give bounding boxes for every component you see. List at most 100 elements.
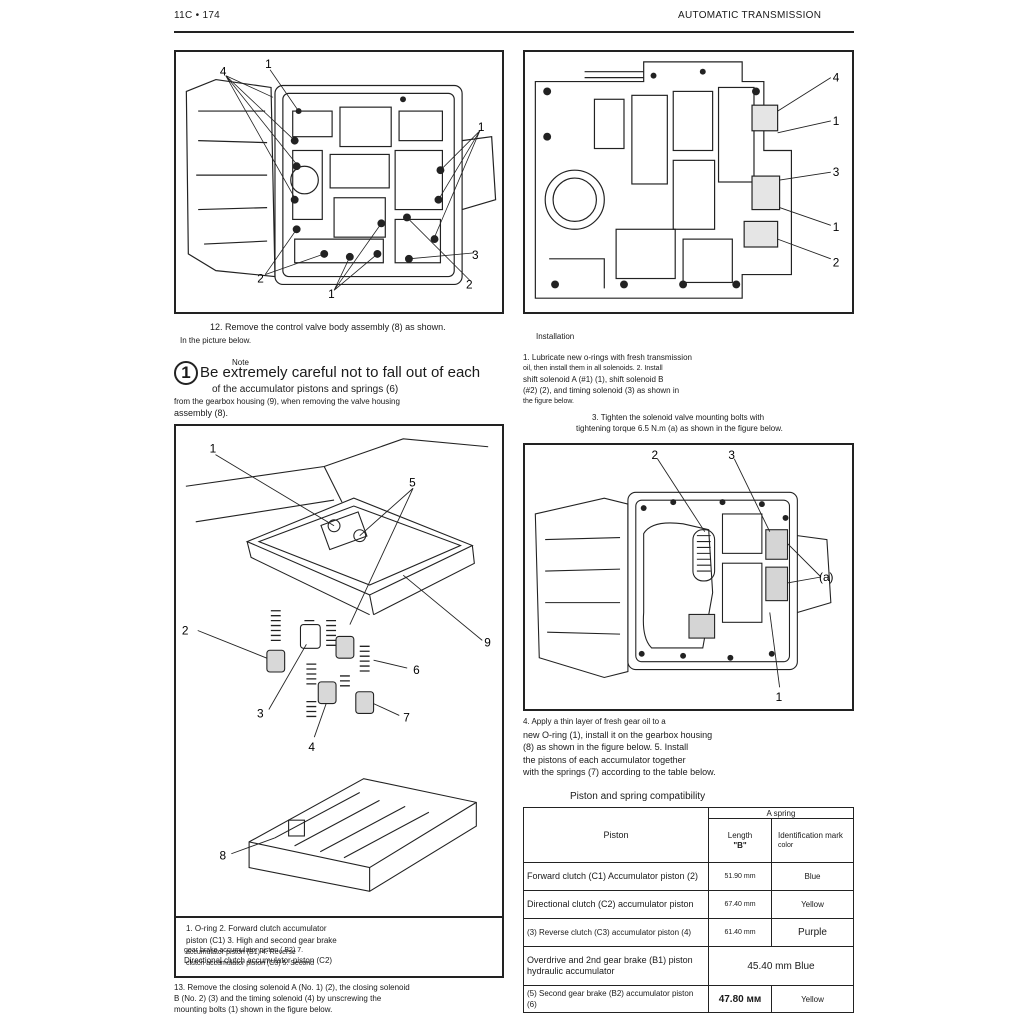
step-1-line: 1. Lubricate new o-rings with fresh tran… (523, 353, 692, 362)
step-4-line: 4. Apply a thin layer of fresh gear oil … (523, 717, 666, 726)
header-piston: Piston (523, 807, 709, 863)
callout-8: 8 (219, 849, 226, 863)
callout-2-left: 2 (257, 271, 264, 285)
step-4-5: 4. Apply a thin layer of fresh gear oil … (523, 716, 853, 779)
note-line-4: assembly (8). (174, 408, 229, 418)
table-row: Overdrive and 2nd gear brake (B1) piston… (523, 946, 854, 986)
callout-1: 1 (210, 442, 217, 456)
row-piston: (5) Second gear brake (B2) accumulator p… (523, 985, 709, 1013)
row-merged-value: 45.40 mm Blue (708, 946, 854, 986)
callout-1-upper: 1 (833, 114, 840, 128)
row-piston: (3) Reverse clutch (C3) accumulator pist… (523, 918, 709, 947)
note-line-2: of the accumulator pistons and springs (… (212, 384, 399, 395)
step-13-line: 13. Remove the closing solenoid A (No. 1… (174, 983, 410, 992)
step-3: 3. Tighten the solenoid valve mounting b… (576, 412, 856, 434)
callout-2-right: 2 (466, 277, 473, 291)
callout-1: 1 (776, 690, 783, 704)
callout-4: 4 (308, 740, 315, 754)
header-ident-sub: color (778, 841, 794, 849)
note-line-1: Be extremely careful not to fall out of … (200, 364, 481, 381)
step-1-line: the figure below. (523, 398, 574, 405)
installation-heading: Installation (536, 332, 575, 341)
callout-3: 3 (728, 448, 735, 462)
header-ident: Identification mark color (771, 818, 854, 863)
callout-9: 9 (484, 635, 491, 649)
callout-3: 3 (833, 165, 840, 179)
row-piston: Directional clutch (C2) accumulator pist… (523, 890, 709, 919)
step-3-line: 3. Tighten the solenoid valve mounting b… (592, 413, 765, 422)
table-subheader-row: Length "B" Identification mark color (524, 818, 854, 863)
row-length: 51.90 mm (708, 862, 772, 891)
accumulator-exploded-drawing: 1 5 2 9 6 3 7 4 8 (182, 438, 491, 892)
row-color: Yellow (771, 890, 854, 919)
table-row: Directional clutch (C2) accumulator pist… (523, 890, 854, 919)
legend-line: 1. O-ring 2. Forward clutch accumulator (186, 924, 327, 933)
solenoid-torque-drawing: 2 3 (a) 1 (534, 448, 834, 704)
callout-3: 3 (257, 706, 264, 720)
step-1-line: oil, then install them in all solenoids.… (523, 365, 663, 372)
legend-line: Directional clutch accumulator piston (C… (184, 956, 333, 965)
row-piston: Forward clutch (C1) Accumulator piston (… (523, 862, 709, 891)
table-row: (3) Reverse clutch (C3) accumulator pist… (523, 918, 854, 947)
step-1-line: (#2) (2), and timing solenoid (3) as sho… (523, 386, 680, 395)
callout-1-bottom: 1 (328, 287, 335, 301)
step-4-line: new O-ring (1), install it on the gearbo… (523, 729, 713, 740)
step-13-line: B (No. 2) (3) and the timing solenoid (4… (174, 994, 382, 1003)
step-1-2: 1. Lubricate new o-rings with fresh tran… (523, 352, 853, 407)
step-4-line: the pistons of each accumulator together (523, 754, 686, 765)
header-a-spring: A spring (708, 807, 854, 819)
step-3-line: tightening torque 6.5 N.m (a) as shown i… (576, 424, 783, 433)
legend-text: 1. O-ring 2. Forward clutch accumulator … (186, 923, 337, 969)
table-row: Forward clutch (C1) Accumulator piston (… (523, 862, 854, 891)
header-rule (174, 31, 854, 33)
figure-valve-body-solenoids: 4 1 3 1 2 (523, 50, 854, 314)
figure-solenoid-torque: 2 3 (a) 1 (523, 443, 854, 711)
legend-line: gear brake accumulator piston ( B2) 7. (184, 947, 304, 954)
header-length-symbol: "B" (733, 840, 747, 850)
header-ident-label: Identification mark (778, 830, 843, 840)
note-icon: 1 (174, 361, 198, 385)
step-1-line: shift solenoid A (#1) (1), shift solenoi… (523, 375, 664, 384)
row-color: Purple (771, 918, 854, 947)
table-header-row: Piston A spring (523, 807, 854, 863)
row-length: 47.80 мм (708, 985, 772, 1013)
row-piston: Overdrive and 2nd gear brake (B1) piston… (523, 946, 709, 986)
callout-4: 4 (220, 65, 227, 79)
legend-line: clutch accumulator piston (C3) 5. Second (186, 960, 315, 967)
table-row: (5) Second gear brake (B2) accumulator p… (523, 985, 854, 1013)
valve-body-installed-drawing: 4 1 1 2 1 3 2 (185, 57, 497, 301)
callout-a: (a) (819, 570, 834, 584)
valve-body-solenoids-drawing: 4 1 3 1 2 (534, 61, 840, 299)
callout-3: 3 (472, 248, 479, 262)
row-color: Blue (771, 862, 854, 891)
legend-box: 1. O-ring 2. Forward clutch accumulator … (174, 918, 504, 978)
step-12: 12. Remove the control valve body assemb… (210, 322, 446, 332)
legend-line: piston (C1) 3. High and second gear brak… (186, 936, 337, 945)
table-title: Piston and spring compatibility (570, 791, 706, 802)
section-title: AUTOMATIC TRANSMISSION (678, 10, 822, 21)
callout-2: 2 (182, 623, 189, 637)
figure-valve-body-installed: 4 1 1 2 1 3 2 (174, 50, 504, 314)
callout-1-right: 1 (478, 120, 485, 134)
step-12-sub: In the picture below. (180, 336, 252, 345)
step-4-line: with the springs (7) according to the ta… (523, 767, 716, 777)
figure-accumulator-exploded: 1 5 2 9 6 3 7 4 8 (174, 424, 504, 918)
page-number: 11C • 174 (174, 10, 221, 21)
note-line-3: from the gearbox housing (9), when remov… (174, 397, 400, 406)
callout-5: 5 (409, 475, 416, 489)
step-4-line: (8) as shown in the figure below. 5. Ins… (523, 742, 689, 752)
step-13: 13. Remove the closing solenoid A (No. 1… (174, 982, 504, 1015)
row-length: 61.40 mm (708, 918, 772, 947)
callout-2: 2 (652, 448, 659, 462)
callout-7: 7 (403, 710, 410, 724)
callout-1-lower: 1 (833, 220, 840, 234)
step-13-line: mounting bolts (1) shown in the figure b… (174, 1005, 333, 1014)
row-length: 67.40 mm (708, 890, 772, 919)
piston-spring-table: Piston A spring Length "B" Identificatio… (523, 807, 854, 1013)
callout-1-top: 1 (265, 57, 272, 71)
callout-6: 6 (413, 663, 420, 677)
header-length: Length "B" (708, 818, 772, 863)
legend-line: accumulator piston (B1) 4. Reverse (186, 949, 296, 956)
callout-4: 4 (833, 71, 840, 85)
header-length-label: Length (727, 830, 753, 840)
